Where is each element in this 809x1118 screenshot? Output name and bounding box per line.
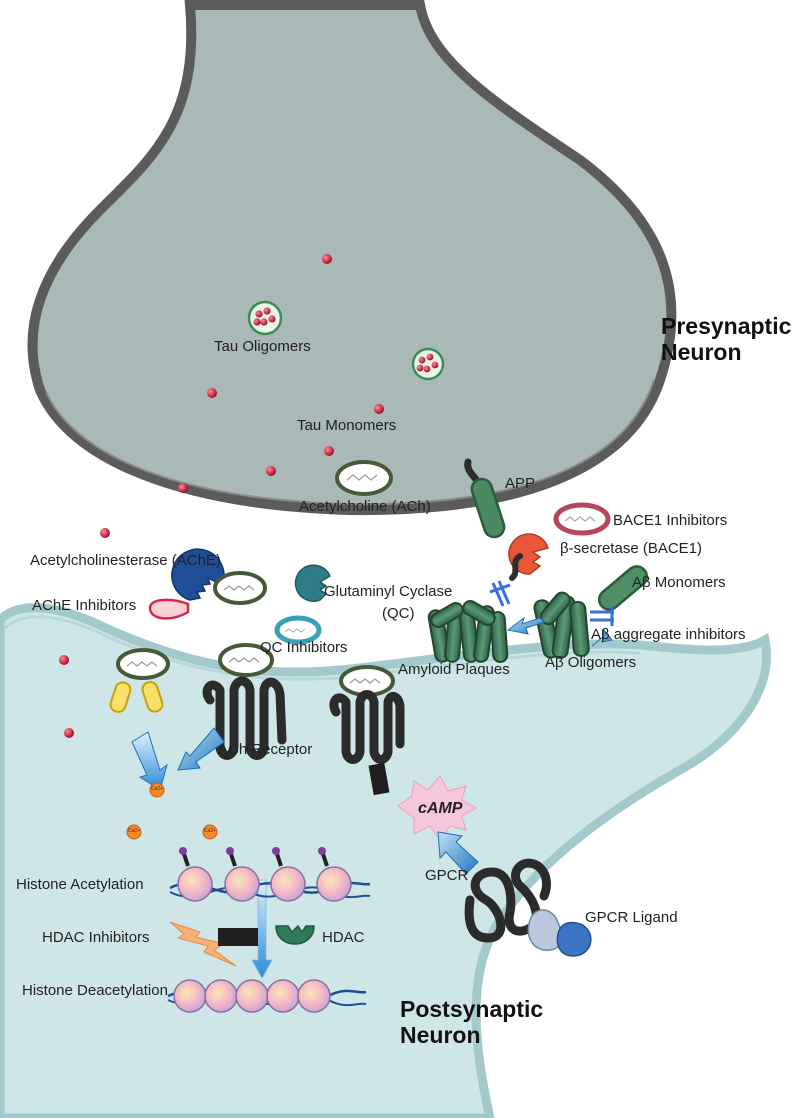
qc-inhibitor xyxy=(274,615,322,645)
abeta-monomers-label: Aβ Monomers xyxy=(632,574,726,591)
arrow-acetylation-to-deacetylation xyxy=(251,879,273,979)
deacetylated-nucleosomes xyxy=(173,979,331,1013)
arrow-channel-to-calcium xyxy=(131,731,168,791)
ach-receptor-label: ACh Receptor xyxy=(218,741,313,758)
postsynaptic-neuron-label: Postsynaptic Neuron xyxy=(400,996,544,1049)
tau-oligomer-1 xyxy=(247,300,283,336)
camp-burst xyxy=(397,775,478,841)
tau-oligomer-2 xyxy=(411,347,445,381)
calcium-ion-label-1: Ca2+ xyxy=(151,786,164,792)
hdac-inhibitor-bolt-icon xyxy=(169,921,237,967)
gpcr-receptor xyxy=(464,858,551,943)
aggregate-inhibition-symbol xyxy=(590,606,614,626)
nucleosome-2 xyxy=(224,847,260,902)
qc-label: (QC) xyxy=(382,605,415,622)
ach-vesicle-left xyxy=(116,648,170,680)
app-cleavage-fragment xyxy=(509,553,523,581)
qc-inhibitors-label: QC Inhibitors xyxy=(260,639,348,656)
bace1-enzyme xyxy=(508,533,549,575)
abeta-oligomers-label: Aβ Oligomers xyxy=(545,654,637,671)
ion-channel xyxy=(109,681,164,713)
gpcr-coupled-receptor xyxy=(329,690,405,796)
ach-receptor xyxy=(202,676,287,760)
amyloid-plaques-label: Amyloid Plaques xyxy=(398,661,510,678)
gpcr-ligand xyxy=(527,909,592,957)
bace1-inhibitors-label: BACE1 Inhibitors xyxy=(613,512,728,529)
qc-inhibition-symbol xyxy=(489,580,511,607)
calcium-ions xyxy=(126,782,218,840)
glutaminyl-cyclase xyxy=(294,564,331,602)
hdac-inhibition-block xyxy=(218,928,258,946)
ache-inhibitor xyxy=(148,598,190,620)
presynaptic-membrane-highlight xyxy=(45,379,655,506)
camp-label: cAMP xyxy=(418,800,463,817)
ache-inhibitors-label: AChE Inhibitors xyxy=(32,597,137,614)
tau-monomers-label: Tau Monomers xyxy=(297,417,397,434)
bace1-inhibitor xyxy=(553,502,611,536)
acetylcholinesterase xyxy=(171,548,225,601)
acetylcholine-molecule xyxy=(335,460,393,496)
nucleosome-3 xyxy=(270,847,306,902)
gpcr-label: GPCR xyxy=(425,867,469,884)
acetylcholine-label: Acetylcholine (ACh) xyxy=(299,498,431,515)
calcium-ion-label-2: Ca2+ xyxy=(128,828,141,834)
calcium-ion-3 xyxy=(202,824,218,840)
abeta-oligomers xyxy=(533,591,590,659)
nucleosome-4 xyxy=(316,847,352,902)
presynaptic-neuron-label: Presynaptic Neuron xyxy=(661,313,792,366)
calcium-ion-2 xyxy=(126,824,142,840)
acetylated-nucleosomes xyxy=(177,847,352,902)
arrow-gpcr-to-camp xyxy=(437,831,479,875)
abeta-monomer xyxy=(597,565,649,611)
ach-bound-ache xyxy=(213,571,267,605)
app-label: APP xyxy=(505,475,536,492)
abeta-aggregate-inhibitors-label: Aβ aggregate inhibitors xyxy=(591,626,746,643)
calcium-ion-1 xyxy=(149,782,165,798)
arrow-receptor-to-calcium xyxy=(177,727,225,771)
presynaptic-neuron xyxy=(27,0,677,516)
histone-acetylation-label: Histone Acetylation xyxy=(16,876,144,893)
hdac-enzyme xyxy=(275,924,315,945)
hdac-inhibitors-label: HDAC Inhibitors xyxy=(42,929,150,946)
tau-monomers xyxy=(59,254,384,738)
acetylcholinesterase-label: Acetylcholinesterase (AChE) xyxy=(30,552,221,569)
oligomer-to-plaque-arrow xyxy=(506,616,545,635)
calcium-ion-label-3: Ca2+ xyxy=(204,828,217,834)
nucleosome-1 xyxy=(177,847,213,902)
beta-secretase-label: β-secretase (BACE1) xyxy=(560,540,703,557)
aggregate-inhibitor-arrow xyxy=(591,628,613,647)
amyloid-plaques xyxy=(427,600,509,663)
glutaminyl-cyclase-label: Glutaminyl Cyclase xyxy=(324,583,453,600)
tau-oligomers-label: Tau Oligomers xyxy=(214,338,311,355)
histone-deacetylation-label: Histone Deacetylation xyxy=(22,982,168,999)
gpcr-ligand-label: GPCR Ligand xyxy=(585,909,678,926)
hdac-label: HDAC xyxy=(322,929,365,946)
ach-at-receptor xyxy=(218,643,274,677)
app-protein xyxy=(464,458,506,539)
